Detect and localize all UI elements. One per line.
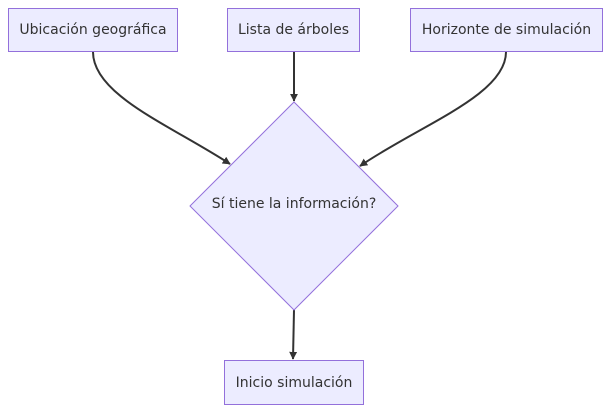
node-inicio-simulacion: Inicio simulación (224, 360, 364, 405)
node-lista-label: Lista de árboles (237, 22, 350, 38)
node-horizonte-label: Horizonte de simulación (421, 22, 592, 38)
node-ubicacion-label: Ubicación geográfica (19, 22, 167, 38)
edge-decision-to-inicio (289, 309, 298, 360)
edge-ubicacion-to-decision (92, 51, 231, 165)
edge-horizonte-to-decision (359, 51, 507, 167)
node-lista-de-arboles: Lista de árboles (227, 8, 360, 52)
decision-label: Sí tiene la información? (211, 196, 377, 212)
node-inicio-label: Inicio simulación (235, 374, 353, 391)
node-ubicacion-geografica: Ubicación geográfica (8, 8, 178, 52)
decision-diamond (189, 101, 399, 311)
node-horizonte-de-simulacion: Horizonte de simulación (410, 8, 603, 52)
